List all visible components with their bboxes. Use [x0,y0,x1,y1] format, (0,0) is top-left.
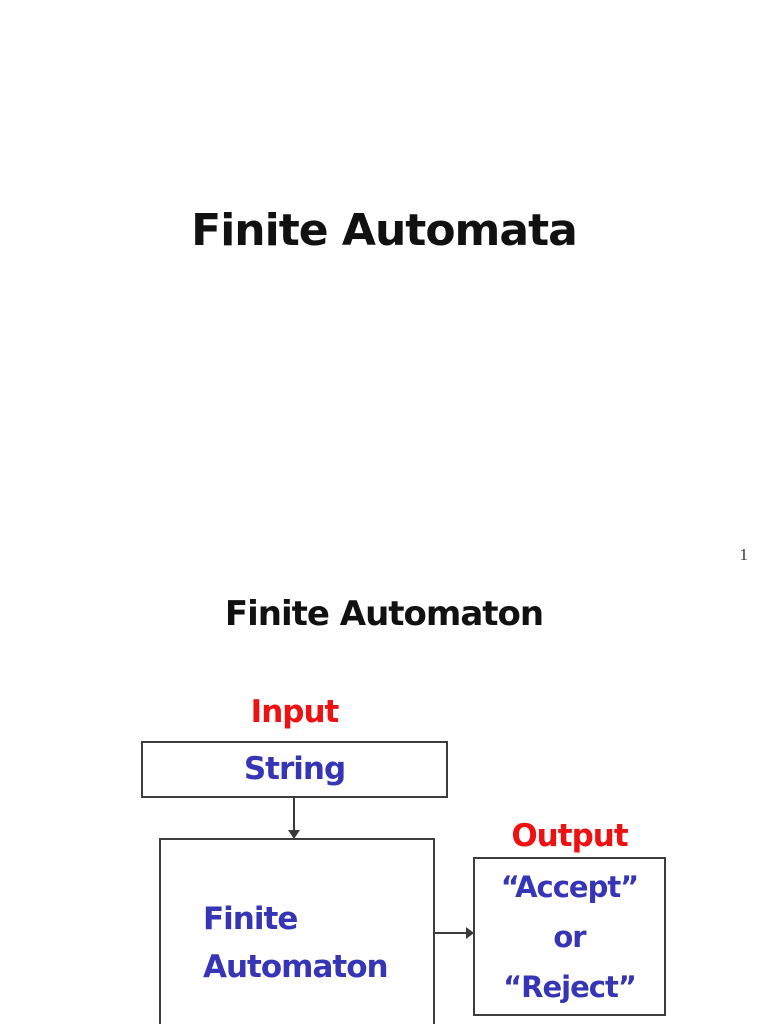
input-label: Input [250,694,340,730]
arrow-down-icon [288,798,300,839]
page-number: 1 [739,545,749,564]
string-box-label: String [243,751,346,787]
automaton-box-line1: Finite [203,901,298,937]
result-box-line3: “Reject” [503,970,637,1004]
result-box: “Accept” or “Reject” [473,857,666,1016]
finite-automaton-box: Finite Automaton [159,838,435,1024]
result-box-line2: or [553,920,586,954]
automaton-box-line2: Automaton [203,949,389,985]
output-label: Output [511,818,628,854]
slide-1-title: Finite Automata [191,205,578,256]
slide-2-title: Finite Automaton [224,594,544,634]
string-box: String [141,741,448,798]
arrow-right-icon [435,927,474,939]
result-box-line1: “Accept” [500,870,640,904]
